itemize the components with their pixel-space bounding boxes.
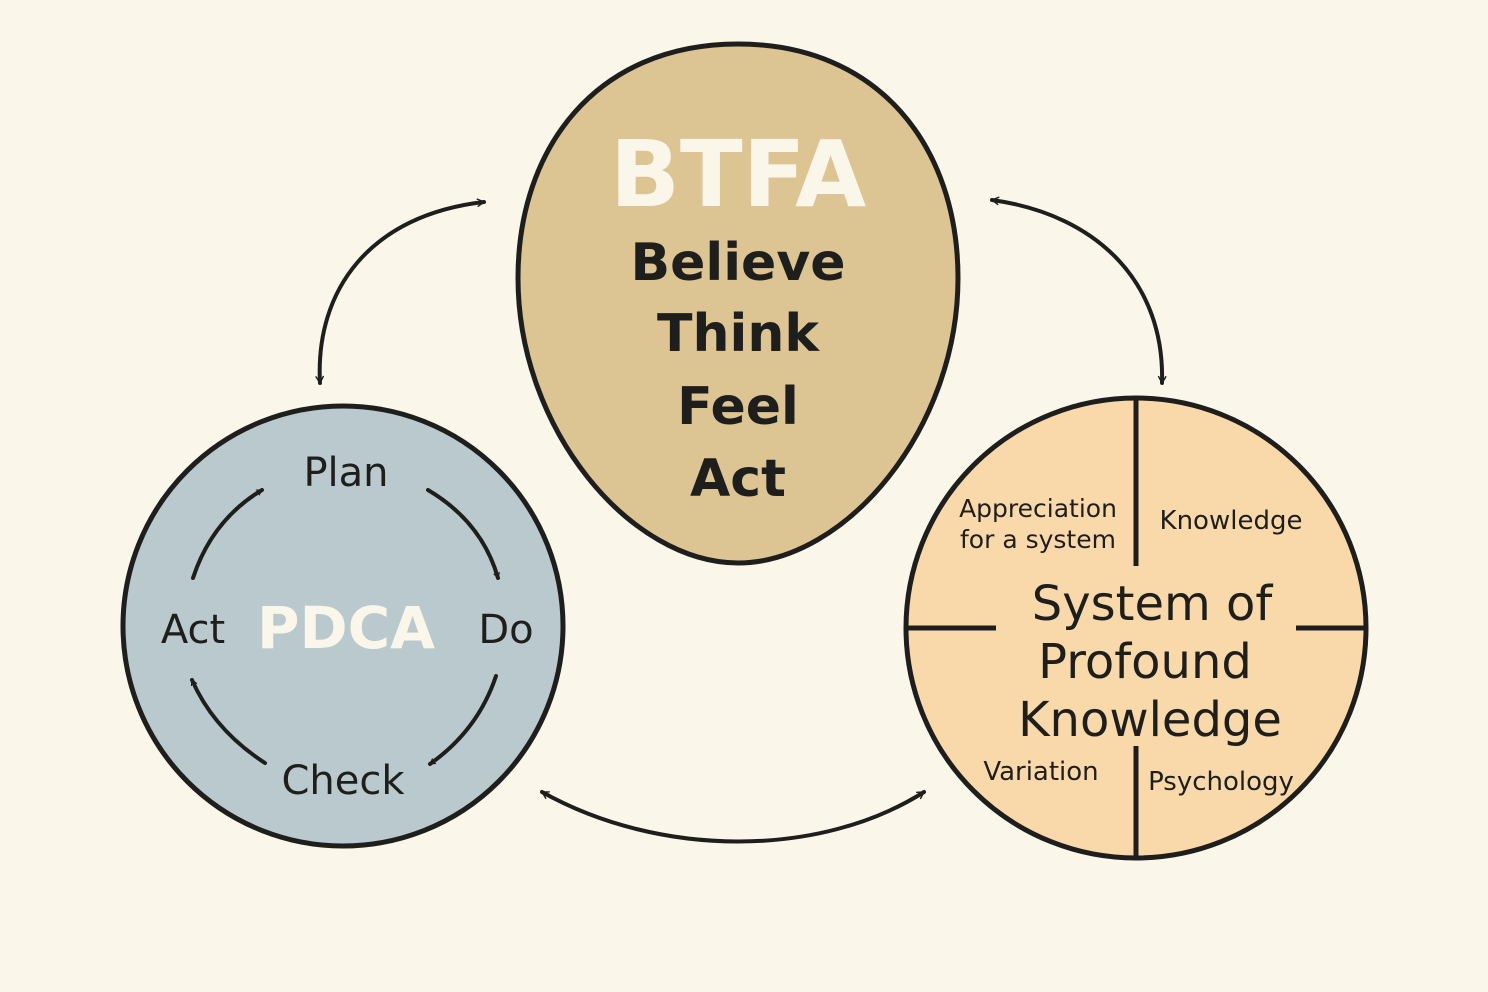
- arrow-btfa-pdca: [315, 198, 486, 385]
- spk-quadrant-knowledge: Knowledge: [1160, 506, 1303, 536]
- pdca-step-act: Act: [161, 607, 225, 653]
- connector-arrows: [315, 196, 1167, 844]
- btfa-word-act: Act: [690, 449, 786, 509]
- spk-quadrant-appreciation-line1: Appreciation: [959, 494, 1117, 523]
- btfa-shape: [515, 41, 961, 566]
- pdca-node: PDCA Plan Do Check Act: [120, 403, 566, 849]
- spk-title-line2: Profound: [1038, 634, 1252, 690]
- spk-quadrant-dividers: [906, 398, 1366, 858]
- spk-quadrant-psychology: Psychology: [1148, 767, 1294, 797]
- pdca-step-plan: Plan: [303, 450, 388, 496]
- spk-title-line1: System of: [1032, 576, 1274, 632]
- pdca-title: PDCA: [257, 594, 435, 662]
- arrow-btfa-spk: [990, 196, 1167, 385]
- spk-quadrant-variation: Variation: [983, 757, 1098, 787]
- cycle-arrow-check-act: [190, 678, 267, 765]
- btfa-node: BTFA Believe Think Feel Act: [515, 41, 961, 566]
- cycle-arrow-plan-do: [426, 488, 500, 580]
- spk-title-line3: Knowledge: [1018, 692, 1282, 748]
- btfa-word-feel: Feel: [677, 377, 799, 437]
- btfa-word-think: Think: [657, 304, 820, 364]
- btfa-word-believe: Believe: [631, 233, 846, 293]
- btfa-title: BTFA: [610, 121, 866, 228]
- pdca-cycle-arrows: [190, 488, 500, 766]
- spk-quadrant-appreciation-line2: for a system: [960, 525, 1116, 554]
- cycle-arrow-act-plan: [191, 488, 264, 580]
- pdca-step-do: Do: [478, 607, 533, 653]
- pdca-step-check: Check: [281, 758, 405, 804]
- cycle-arrow-do-check: [428, 674, 498, 766]
- arrow-pdca-spk: [540, 790, 926, 844]
- spk-node: Appreciation for a system Knowledge Vari…: [903, 395, 1369, 861]
